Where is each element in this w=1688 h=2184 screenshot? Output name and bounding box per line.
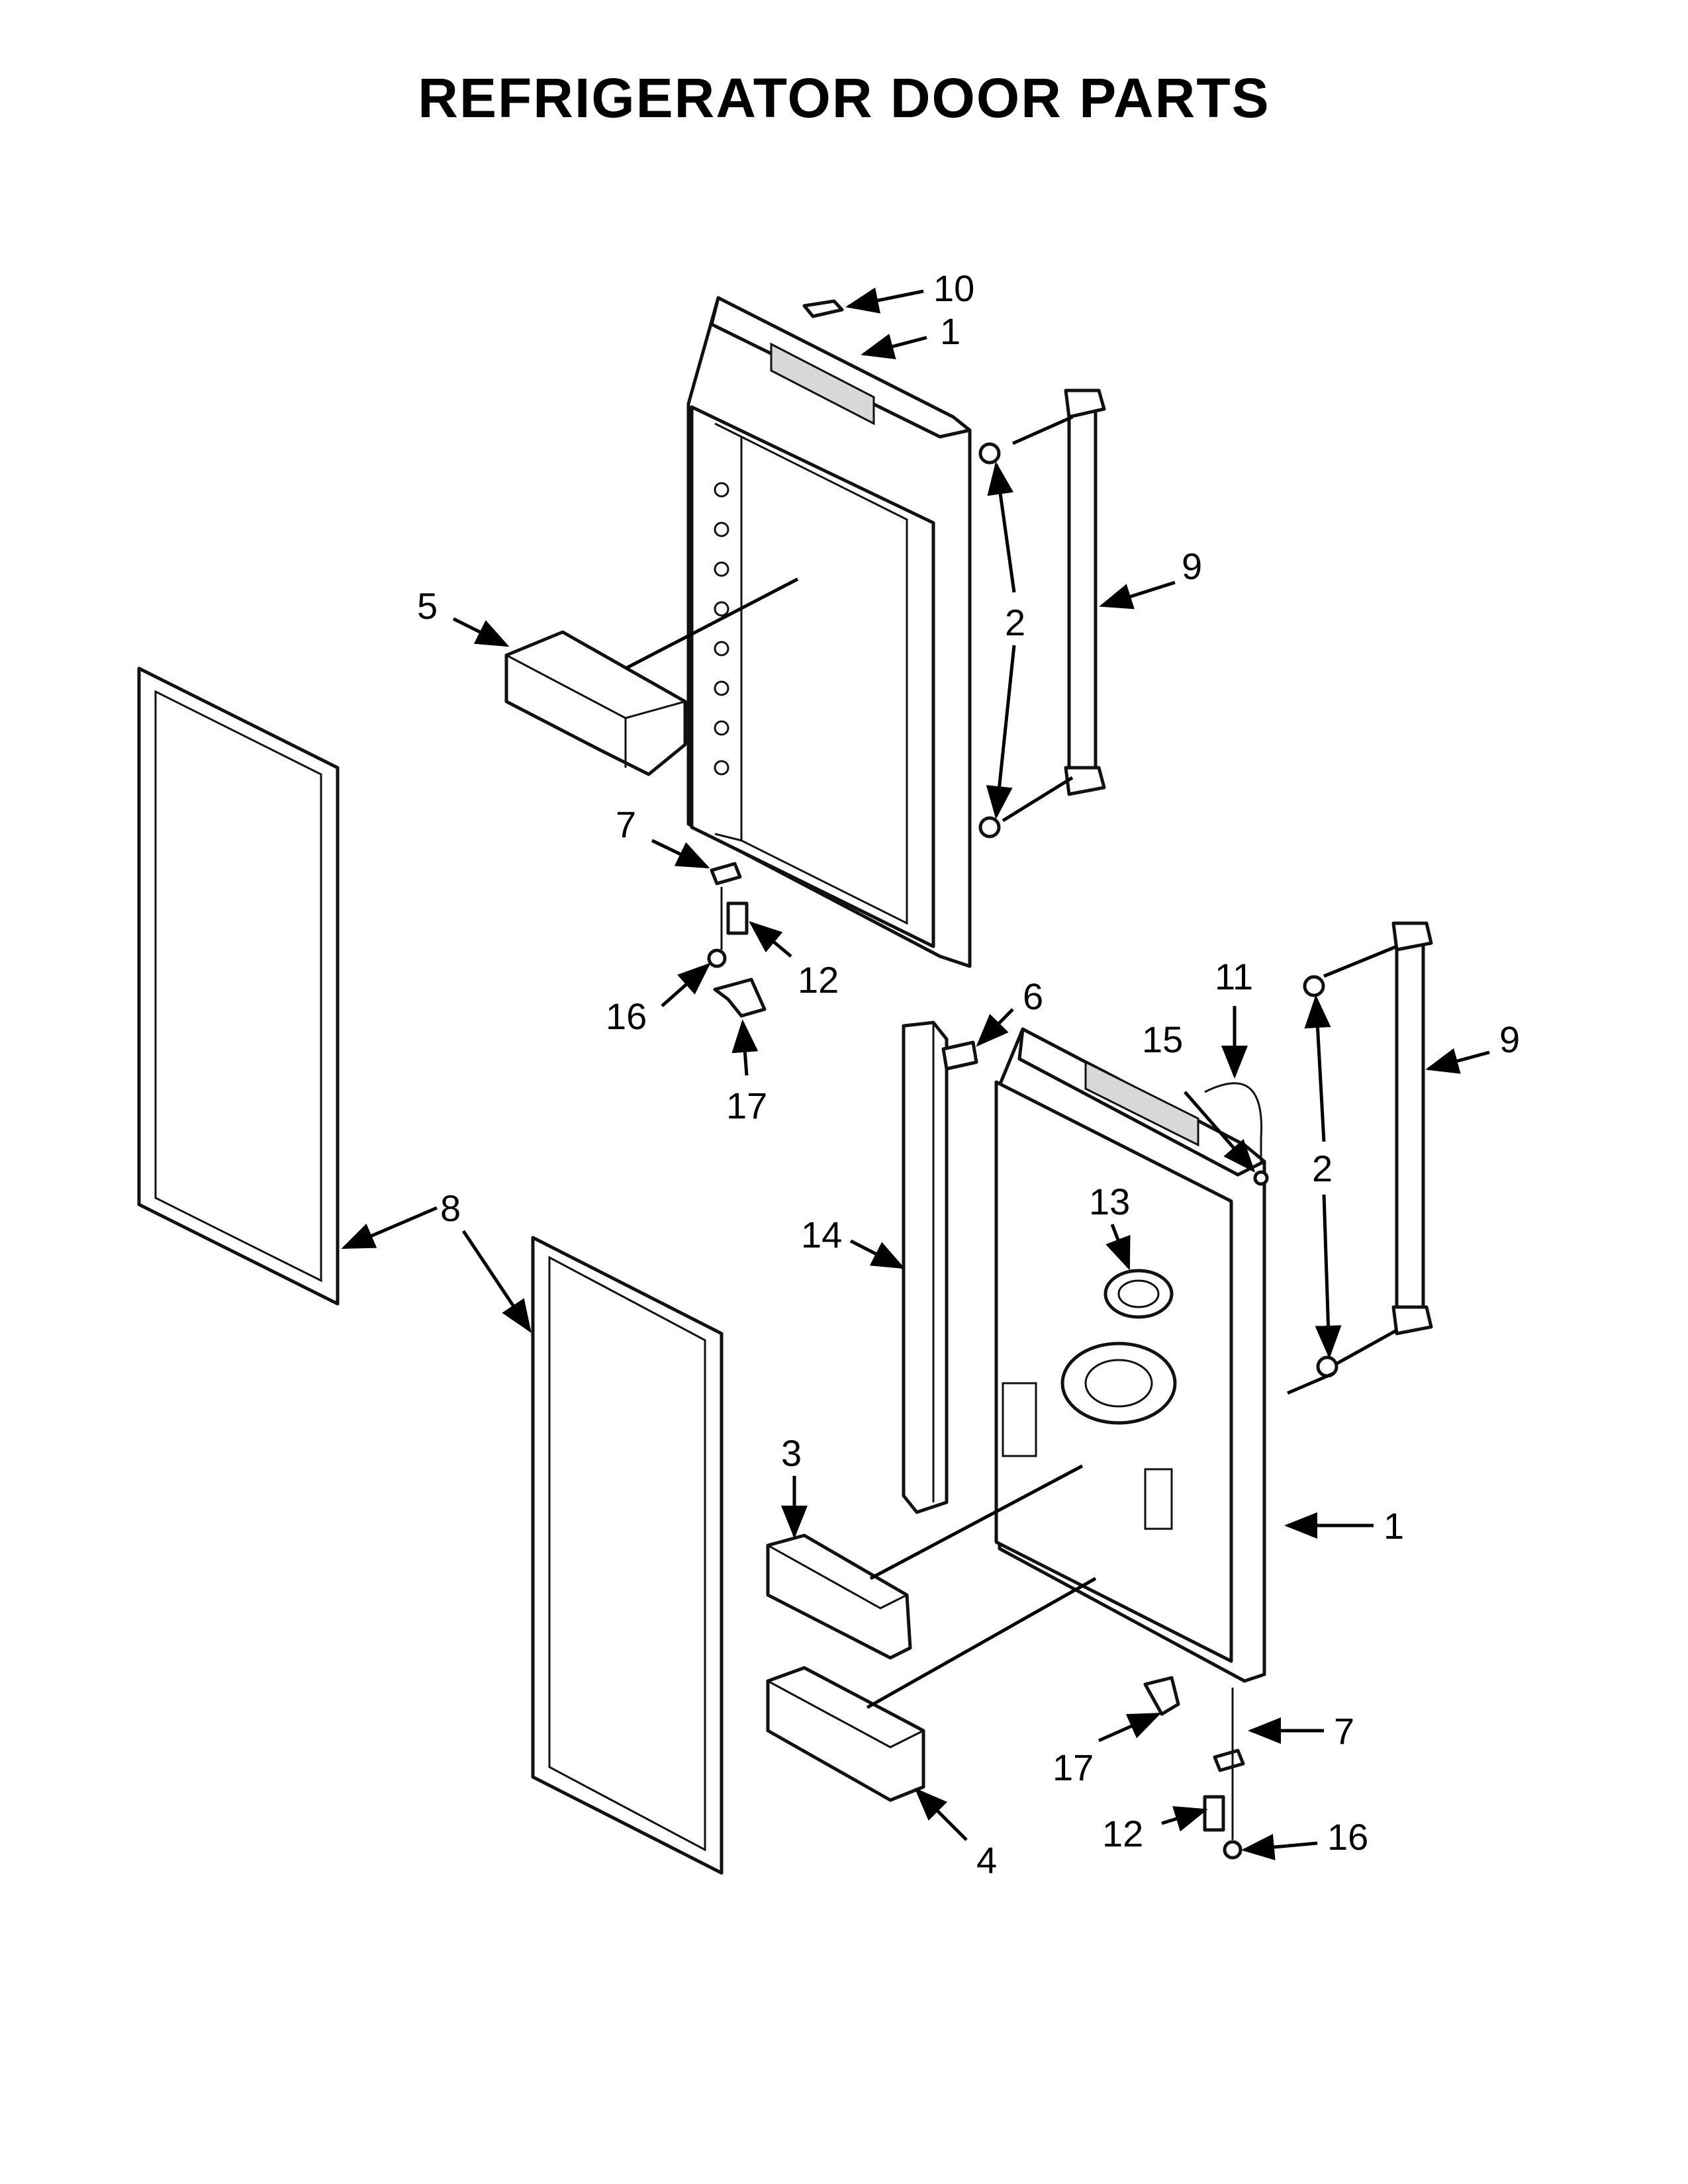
callout-7-bottom: 7 bbox=[1334, 1710, 1354, 1752]
callout-3: 3 bbox=[781, 1432, 802, 1474]
lower-door-part bbox=[994, 1027, 1266, 1683]
callout-16-top: 16 bbox=[606, 995, 647, 1037]
callout-1-right: 1 bbox=[1383, 1505, 1404, 1547]
callout-10: 10 bbox=[933, 267, 974, 309]
callout-1-top: 1 bbox=[940, 310, 961, 352]
upper-handle-part bbox=[1064, 388, 1106, 796]
callout-9-top: 9 bbox=[1182, 545, 1202, 587]
part-6-screw bbox=[941, 1040, 978, 1071]
part-15-fitting bbox=[1253, 1170, 1269, 1186]
gasket-upper bbox=[137, 666, 340, 1306]
callout-14: 14 bbox=[801, 1214, 842, 1255]
callout-16-bottom: 16 bbox=[1327, 1816, 1368, 1858]
part-11-water-tube bbox=[1204, 1082, 1263, 1165]
leader-lines bbox=[341, 287, 1490, 1860]
callout-6: 6 bbox=[1023, 976, 1043, 1017]
callout-2-right: 2 bbox=[1312, 1148, 1333, 1189]
callout-17-bottom: 17 bbox=[1053, 1747, 1094, 1788]
part-3-bin bbox=[766, 1533, 912, 1660]
callout-11: 11 bbox=[1215, 956, 1253, 997]
callout-7-top: 7 bbox=[616, 803, 636, 845]
right-handle-part bbox=[1391, 921, 1433, 1336]
part-4-bin bbox=[766, 1666, 925, 1802]
callout-13: 13 bbox=[1089, 1181, 1130, 1222]
lower-hinge-hardware bbox=[1143, 1676, 1245, 1860]
callout-12-bottom: 12 bbox=[1102, 1813, 1143, 1854]
callout-17-top: 17 bbox=[726, 1085, 767, 1126]
callout-5: 5 bbox=[417, 585, 438, 627]
part-14-mullion bbox=[902, 1021, 949, 1514]
upper-handle-screws bbox=[978, 442, 1001, 839]
callout-15: 15 bbox=[1142, 1019, 1183, 1060]
upper-hinge-hardware bbox=[707, 862, 767, 1018]
part-10-clip bbox=[802, 299, 844, 318]
callout-labels: 10 1 9 2 5 7 12 16 17 6 11 15 9 2 13 14 … bbox=[417, 267, 1520, 1881]
callout-4: 4 bbox=[976, 1839, 997, 1881]
part-5-bin bbox=[504, 630, 687, 776]
callout-12-top: 12 bbox=[798, 959, 839, 1001]
upper-door-part bbox=[686, 296, 972, 968]
gasket-lower bbox=[531, 1236, 724, 1875]
callout-8: 8 bbox=[440, 1187, 461, 1229]
callout-2-top: 2 bbox=[1005, 602, 1025, 643]
page-title: REFRIGERATOR DOOR PARTS bbox=[418, 67, 1270, 129]
callout-9-right: 9 bbox=[1499, 1019, 1520, 1060]
